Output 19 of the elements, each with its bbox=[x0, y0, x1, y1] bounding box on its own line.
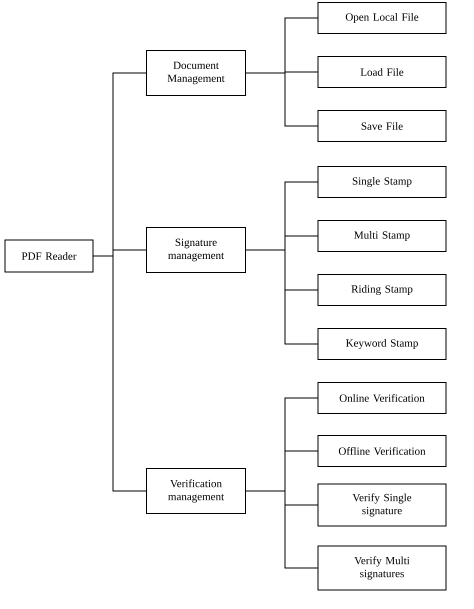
leaf-box: Keyword Stamp bbox=[318, 328, 446, 360]
leaf-box: Single Stamp bbox=[318, 166, 446, 198]
connector bbox=[246, 250, 318, 344]
leaf-box: Online Verification bbox=[318, 382, 446, 414]
category-box: Document Management bbox=[146, 50, 246, 96]
root-box: PDF Reader bbox=[4, 240, 94, 272]
leaf-box: Verify Multi signatures bbox=[318, 546, 446, 590]
leaf-box: Save File bbox=[318, 110, 446, 142]
leaf-box: Offline Verification bbox=[318, 435, 446, 467]
leaf-box: Verify Single signature bbox=[318, 484, 446, 526]
leaf-box: Multi Stamp bbox=[318, 220, 446, 252]
leaf-box: Load File bbox=[318, 56, 446, 88]
connector bbox=[246, 72, 318, 126]
leaf-box: Open Local File bbox=[318, 2, 446, 34]
leaf-box: Riding Stamp bbox=[318, 274, 446, 306]
connector bbox=[246, 490, 318, 568]
category-box: Verification management bbox=[146, 468, 246, 514]
connector bbox=[93, 256, 146, 492]
category-box: Signature management bbox=[146, 227, 246, 273]
